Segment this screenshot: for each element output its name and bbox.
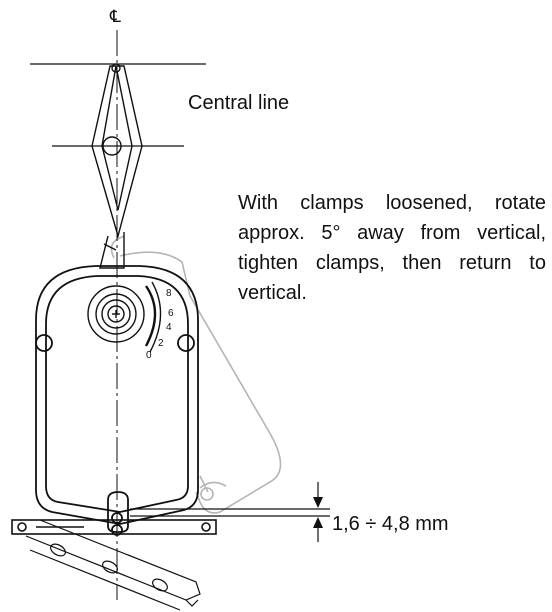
damper-linkage <box>91 63 143 269</box>
arrow-down-icon <box>313 497 323 508</box>
clamp-dial <box>87 281 162 353</box>
arrow-up-icon <box>313 517 323 528</box>
adjustment-instruction: With clamps loosened, rotate approx. 5° … <box>238 192 546 304</box>
scale-tick-8: 8 <box>166 288 172 299</box>
central-line-label: Central line <box>188 92 290 114</box>
gap-dimension-label: 1,6 ÷ 4,8 mm <box>332 513 449 535</box>
scale-tick-2: 2 <box>158 338 164 349</box>
scale-tick-6: 6 <box>168 308 174 319</box>
dimension-arrows <box>313 497 323 528</box>
gap-dimension <box>130 482 330 542</box>
mounting-base-plate <box>11 519 217 535</box>
scale-tick-0: 0 <box>146 350 152 361</box>
actuator-body <box>35 265 199 536</box>
scale-labels: 8 6 4 2 0 <box>146 288 174 361</box>
rotated-actuator-ghost <box>110 235 282 514</box>
scale-tick-4: 4 <box>166 322 172 333</box>
centerline-symbol: ℄ <box>109 7 121 27</box>
